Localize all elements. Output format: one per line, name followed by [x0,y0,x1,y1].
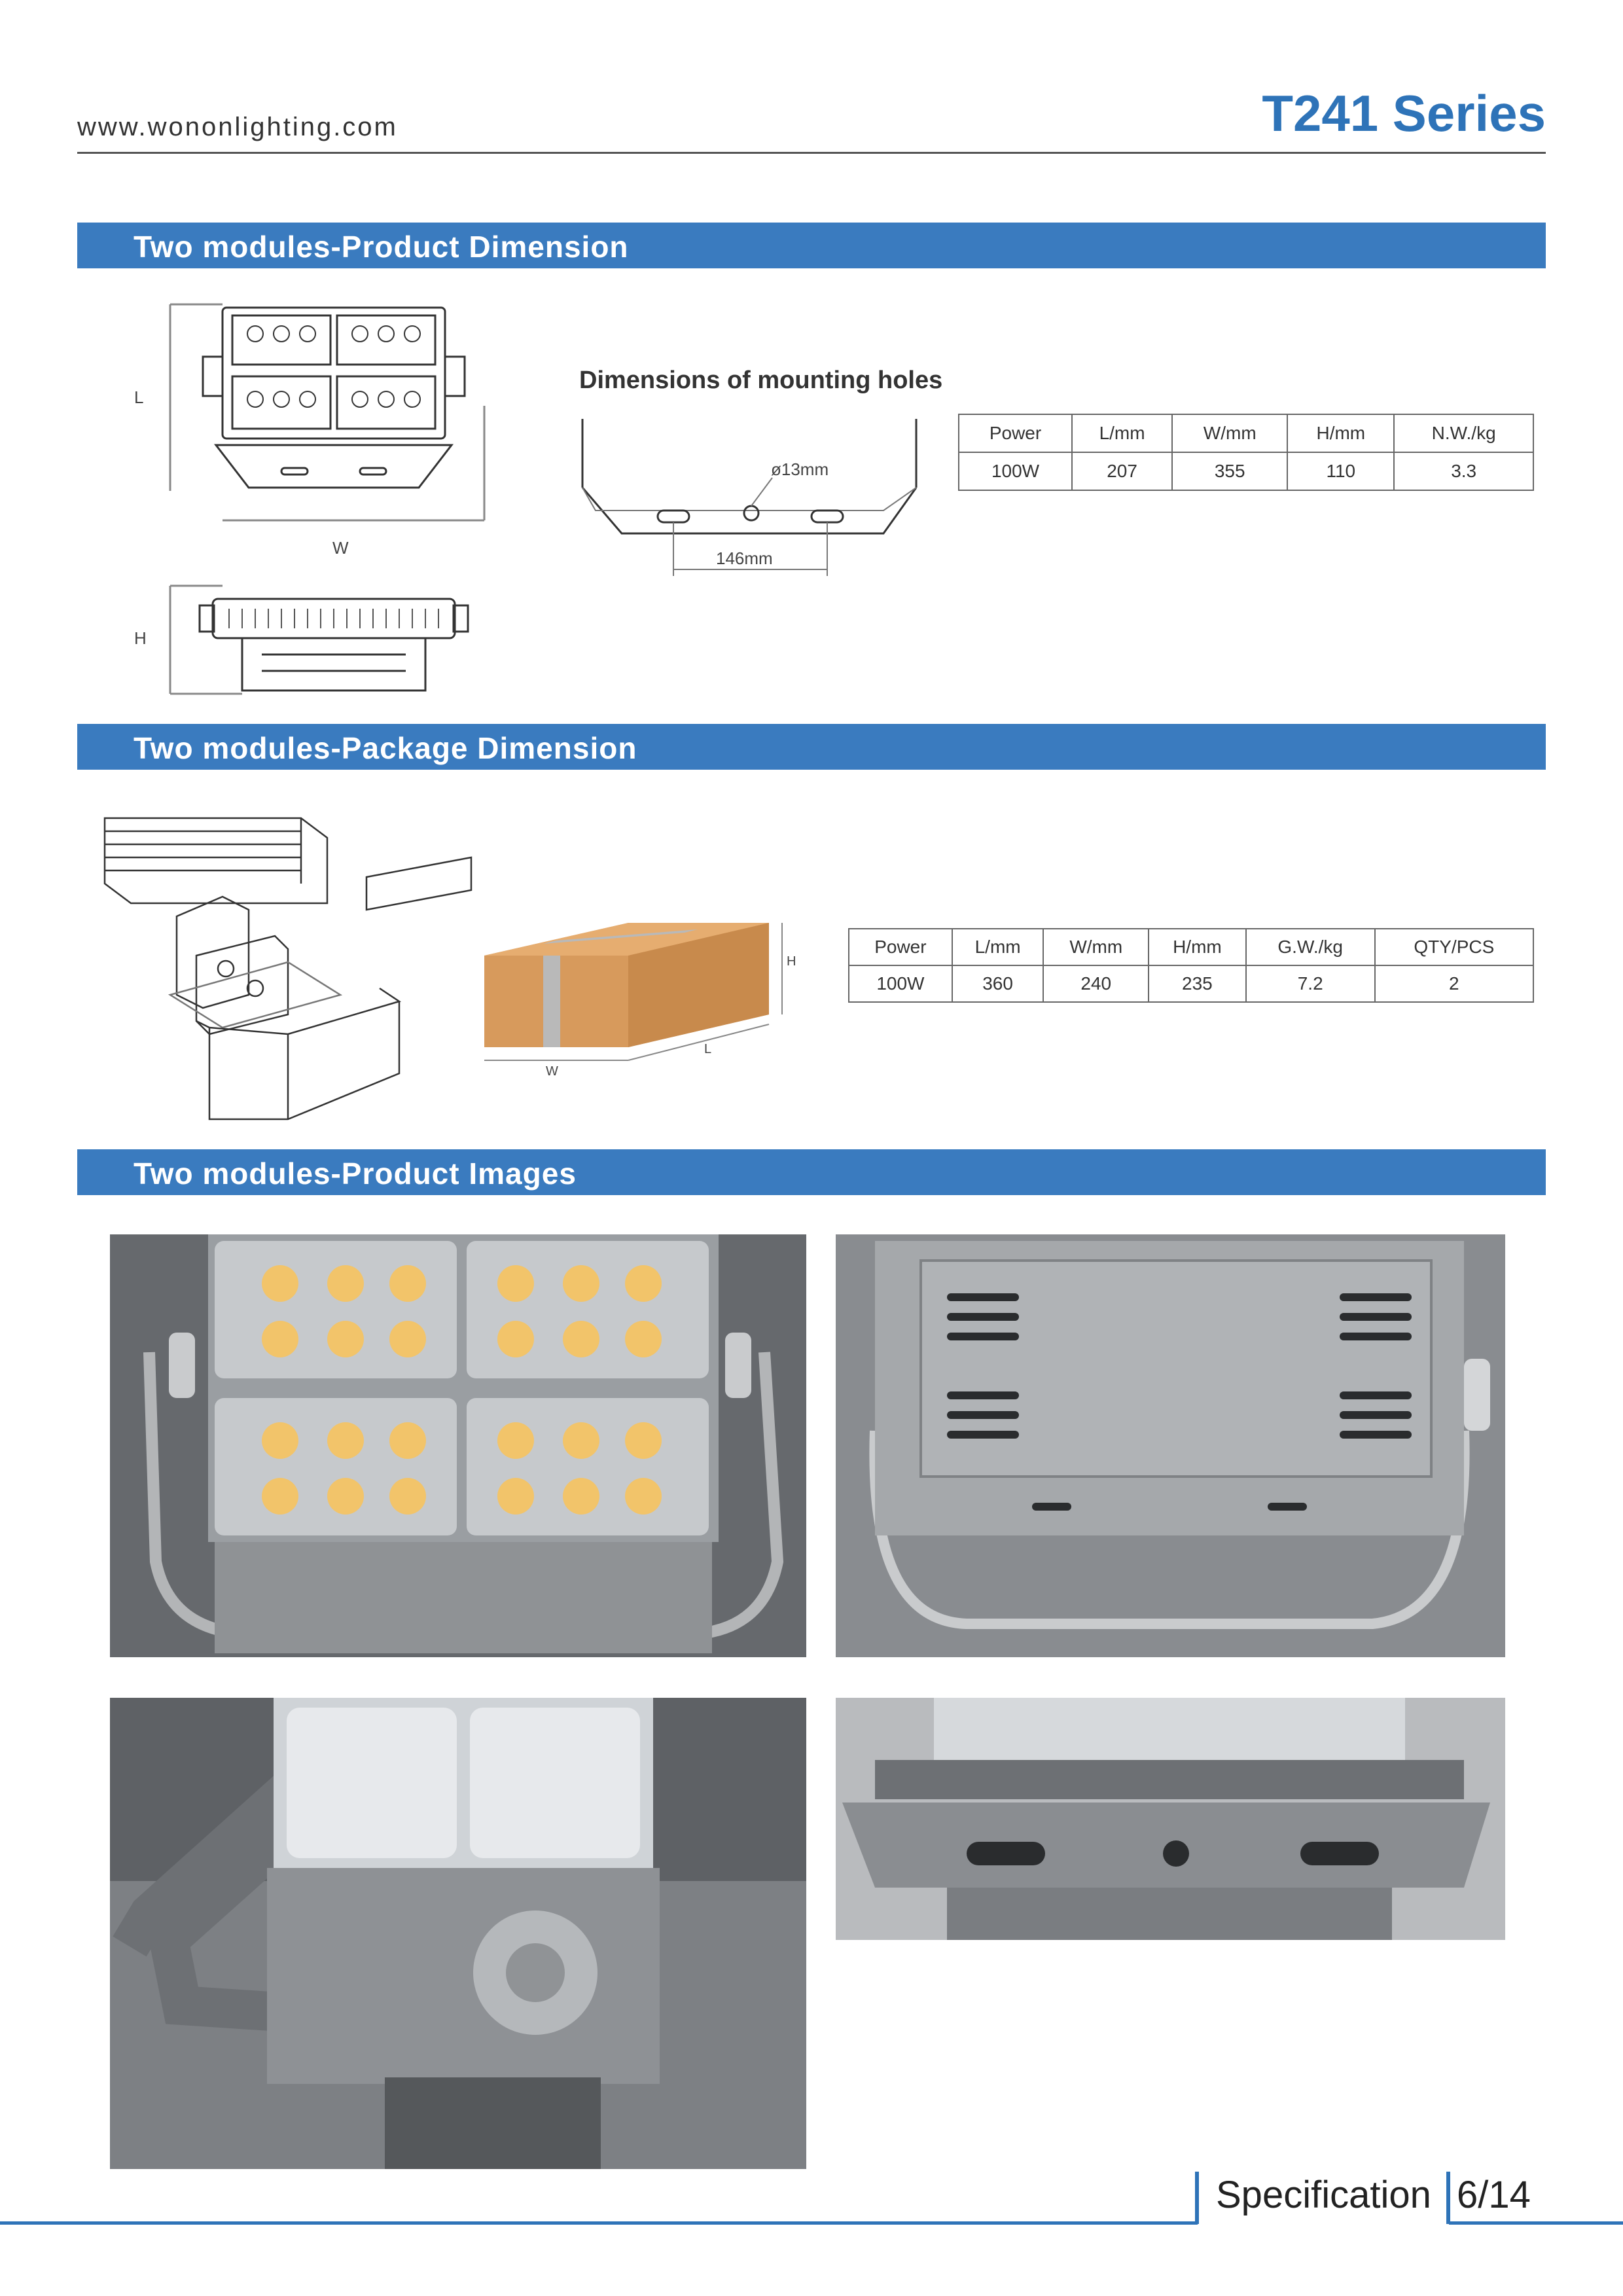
table-header-cell: W/mm [1171,414,1289,453]
section-band-product-dimension: Two modules-Product Dimension [77,223,1546,268]
section-title: Two modules-Package Dimension [134,731,637,765]
table-header-cell: W/mm [1043,928,1150,966]
header-divider [77,152,1546,154]
footer-rule [1449,2221,1623,2225]
table-header-cell: L/mm [1071,414,1173,453]
table-cell: 3.3 [1393,452,1534,491]
mounting-holes-drawing [581,419,918,576]
package-dimension-table: Power L/mm W/mm H/mm G.W./kg QTY/PCS 100… [848,928,1535,1003]
table-cell: 235 [1148,965,1247,1003]
table-cell: 207 [1071,452,1173,491]
page-number: 6/14 [1457,2174,1531,2216]
carton-box-illustration [484,923,783,1061]
carton-label-l: L [704,1042,712,1056]
section-title: Two modules-Product Dimension [134,230,629,264]
table-header-cell: QTY/PCS [1374,928,1535,966]
series-title: T241 Series [1262,84,1546,142]
table-header-cell: L/mm [951,928,1044,966]
table-header-cell: G.W./kg [1245,928,1376,966]
table-cell: 240 [1043,965,1150,1003]
table-row: 100W 360 240 235 7.2 2 [848,965,1535,1003]
product-photo-profile [836,1698,1505,1940]
table-cell: 360 [951,965,1044,1003]
footer-rule [0,2221,1198,2225]
table-cell: 355 [1171,452,1289,491]
section-band-product-images: Two modules-Product Images [77,1149,1546,1195]
table-header-cell: H/mm [1287,414,1395,453]
table-cell: 7.2 [1245,965,1376,1003]
table-row: 100W 207 355 110 3.3 [957,452,1534,491]
top-view-drawing [169,303,486,522]
product-photo-side [110,1698,806,2169]
product-photo-back [836,1234,1505,1657]
table-cell: 100W [957,452,1073,491]
packing-illustration [103,817,473,1121]
carton-label-h: H [787,954,796,969]
carton-label-w: W [546,1064,558,1079]
dimension-label-h: H [134,628,147,648]
hole-diameter-label: ø13mm [771,459,829,479]
section-title: Two modules-Product Images [134,1157,577,1191]
product-photo-front [110,1234,806,1657]
footer-divider [1446,2172,1450,2224]
website-url: www.wononlighting.com [77,113,398,141]
table-header-cell: N.W./kg [1393,414,1534,453]
table-cell: 2 [1374,965,1535,1003]
table-cell: 110 [1287,452,1395,491]
footer-divider [1195,2172,1199,2224]
table-header-row: Power L/mm W/mm H/mm G.W./kg QTY/PCS [848,928,1535,966]
table-header-cell: Power [848,928,953,966]
table-header-row: Power L/mm W/mm H/mm N.W./kg [957,414,1534,453]
product-dimension-table: Power L/mm W/mm H/mm N.W./kg 100W 207 35… [957,414,1534,491]
table-cell: 100W [848,965,953,1003]
section-band-package-dimension: Two modules-Package Dimension [77,724,1546,770]
hole-spacing-label: 146mm [716,548,773,568]
table-header-cell: Power [957,414,1073,453]
dimension-label-w: W [332,538,349,558]
dimension-label-l: L [134,387,144,407]
side-view-drawing [169,584,469,695]
footer-label: Specification [1216,2174,1431,2216]
table-header-cell: H/mm [1148,928,1247,966]
mounting-holes-title: Dimensions of mounting holes [579,367,943,394]
